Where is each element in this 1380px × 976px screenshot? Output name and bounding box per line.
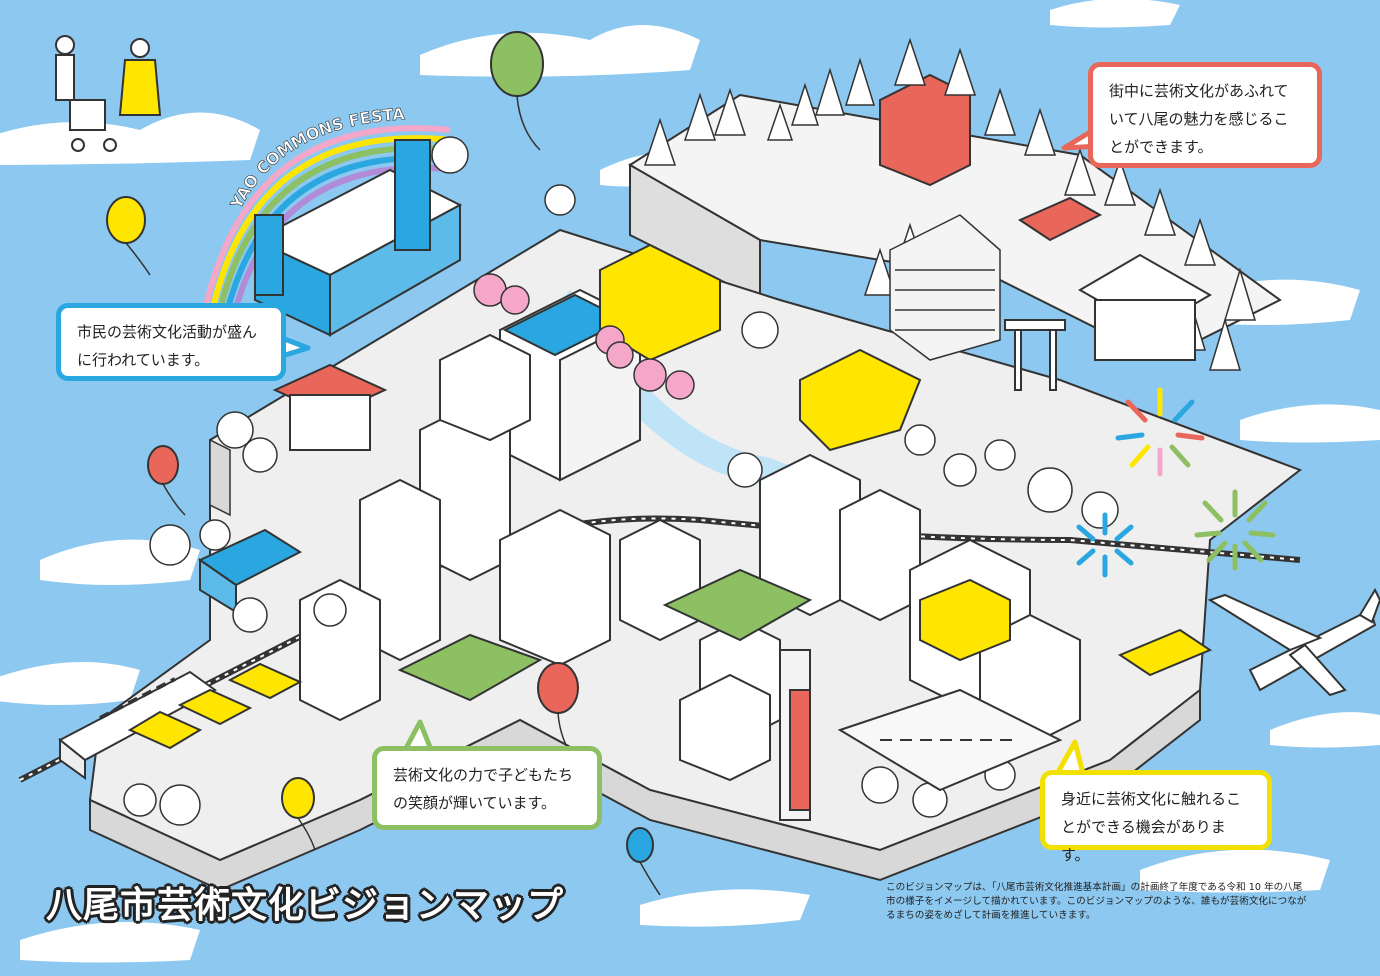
festival-stage — [197, 139, 463, 614]
buildings — [299, 288, 1081, 782]
yellow-pavilions — [127, 243, 1213, 750]
parks — [397, 568, 813, 702]
shrine — [1004, 253, 1212, 391]
train-icon — [58, 670, 217, 780]
map-title: 八尾市芸術文化ビジョンマップ — [46, 885, 565, 926]
family-figures — [55, 35, 162, 152]
callout-citizen-activities: 市民の芸術文化活動が盛ん に行われています。 — [56, 303, 286, 381]
stairs — [889, 214, 1001, 361]
conifer-trees — [643, 37, 1257, 371]
fireworks-icon — [1076, 387, 1276, 578]
runway — [837, 688, 1063, 792]
callout-culture-everywhere: 街中に芸術文化があふれて いて八尾の魅力を感じるこ とができます。 — [1088, 62, 1322, 168]
callout-nearby-opportunities: 身近に芸術文化に触れるこ とができる機会があります。 — [1040, 770, 1272, 864]
pink-trees — [473, 273, 695, 400]
map-note: このビジョンマップは、「八尾市芸術文化推進基本計画」の計画終了年度である令和 1… — [886, 882, 1307, 921]
tree-icon — [123, 136, 1119, 826]
callout-children-smiles: 芸術文化の力で子どもたち の笑顔が輝いています。 — [372, 746, 602, 830]
airplane-icon — [1207, 587, 1380, 697]
balloon-icon — [106, 31, 661, 896]
red-structures — [272, 73, 1103, 821]
